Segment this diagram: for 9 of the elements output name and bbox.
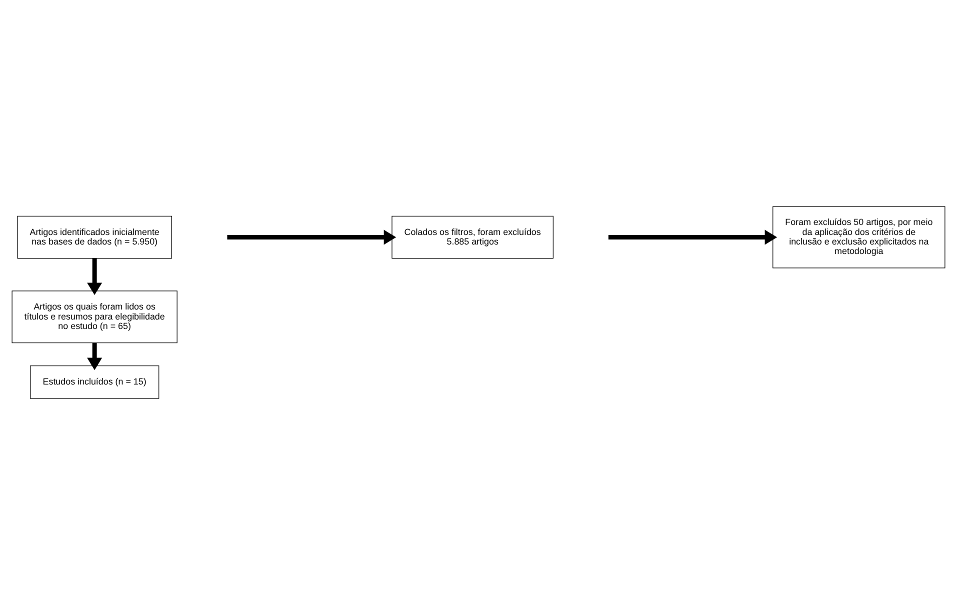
node-box: Colados os filtros, foram excluídos 5.885 artigos	[392, 215, 554, 258]
node-box: Estudos incluídos (n = 15)	[30, 365, 160, 398]
node-box: Foram excluídos 50 artigos, por meio da aplicação dos critérios de inclusão e exclusão explicitados na metodologia	[772, 206, 946, 268]
node-box: Artigos os quais foram lidos os títulos e resumos para elegibilidade no estudo (n = 65)	[12, 290, 178, 343]
arrow	[227, 229, 396, 244]
arrow	[608, 229, 778, 244]
node-box: Artigos identificados inicialmente nas bases de dados (n = 5.950)	[17, 215, 172, 258]
arrow	[87, 258, 102, 295]
arrow	[87, 342, 102, 370]
